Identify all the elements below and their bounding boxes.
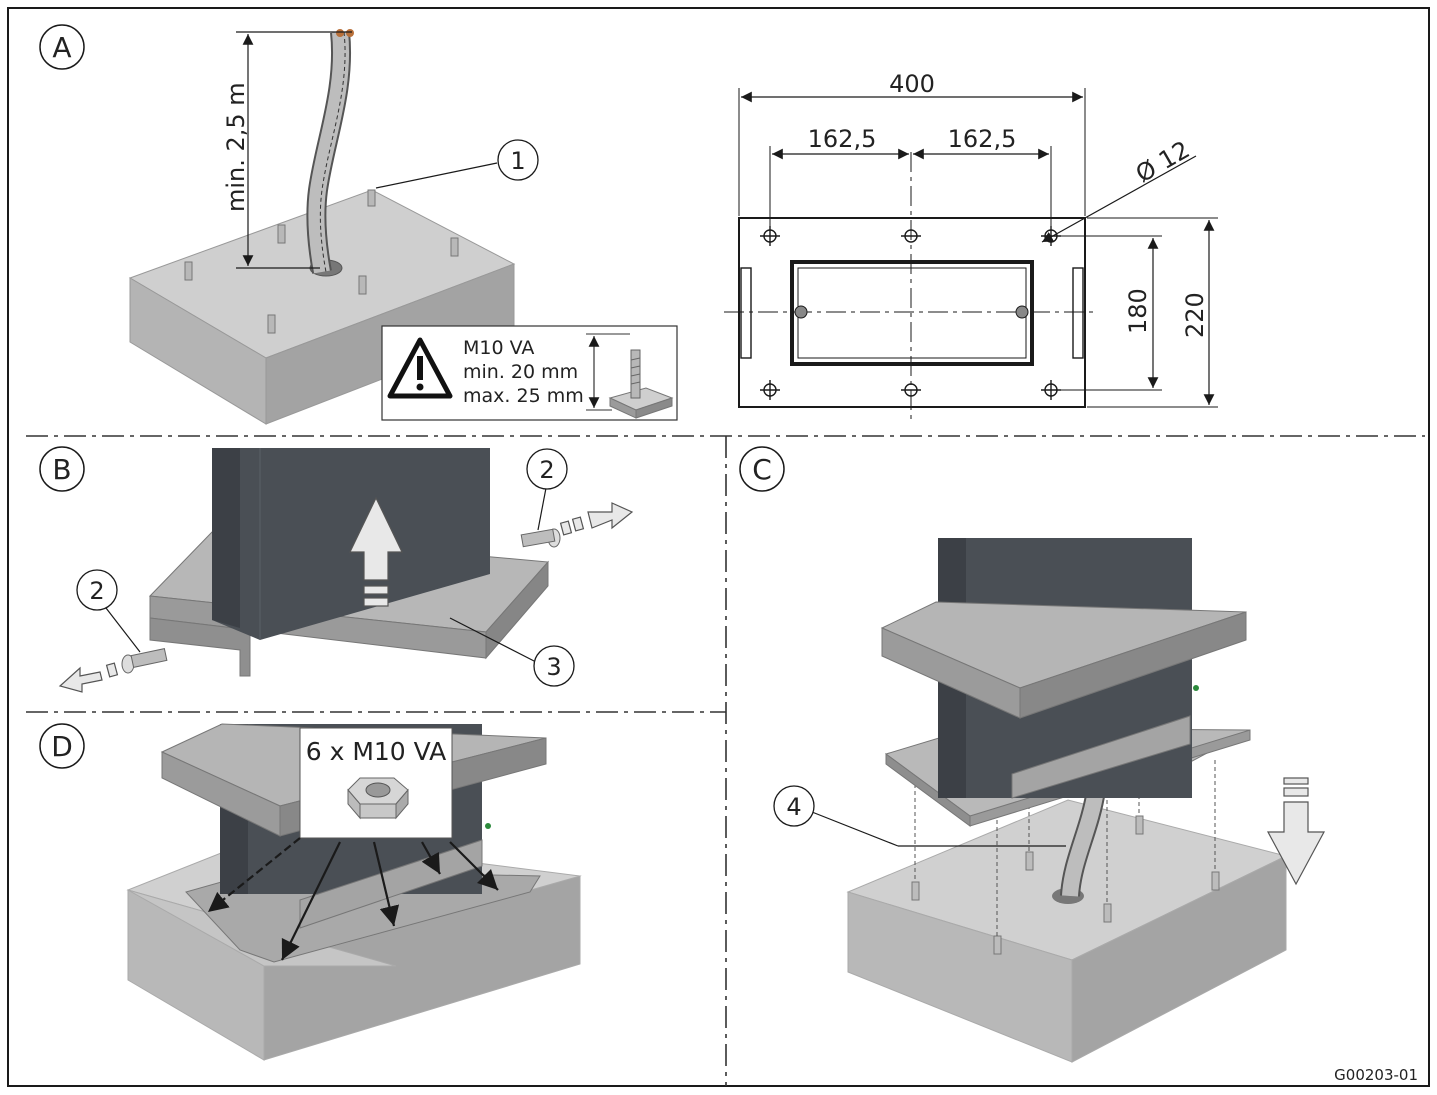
nut-label-box: 6 x M10 VA bbox=[299, 727, 453, 839]
callout-4-badge bbox=[773, 785, 815, 827]
column-b bbox=[212, 448, 490, 640]
lift-up-arrow bbox=[349, 496, 403, 607]
dimension-width: 400 bbox=[889, 70, 935, 98]
callout-1-badge bbox=[497, 139, 539, 181]
callout-2-left-badge bbox=[76, 569, 118, 611]
callout-1-leader bbox=[375, 162, 498, 189]
stud-detail bbox=[586, 333, 674, 419]
panel-a-label: A bbox=[52, 31, 71, 64]
panel-c-badge bbox=[739, 446, 785, 492]
panel-b: B 2 bbox=[39, 446, 634, 693]
document-code: G00203-01 bbox=[1334, 1066, 1418, 1084]
warning-line-1: M10 VA bbox=[463, 337, 534, 359]
callout-3-badge bbox=[533, 645, 575, 687]
callout-2-left-label: 2 bbox=[89, 577, 104, 605]
warning-box: M10 VA min. 20 mm max. 25 mm bbox=[381, 325, 678, 421]
cable-length-dimension bbox=[236, 31, 352, 269]
screw-left bbox=[121, 648, 168, 674]
panel-b-label: B bbox=[52, 453, 71, 486]
nut-count-label: 6 x M10 VA bbox=[306, 737, 447, 766]
dimension-right-spacing: 162,5 bbox=[948, 125, 1017, 153]
warning-line-3: max. 25 mm bbox=[463, 385, 584, 407]
anchor-rods-a bbox=[184, 189, 459, 334]
panel-b-badge bbox=[39, 446, 85, 492]
panel-d: D 6 x M10 VA bbox=[39, 723, 582, 1061]
panel-d-label: D bbox=[51, 730, 73, 763]
base-plate-drawing bbox=[724, 88, 1218, 420]
panel-c: C bbox=[739, 446, 1326, 1063]
panel-separators bbox=[26, 435, 1425, 1086]
dimension-hole-diameter: Ø 12 bbox=[1131, 135, 1194, 188]
pull-right-arrow bbox=[559, 502, 634, 536]
panel-d-badge bbox=[39, 723, 85, 769]
callout-2-right-label: 2 bbox=[539, 456, 554, 484]
callout-4-label: 4 bbox=[786, 793, 801, 821]
panel-a-badge bbox=[39, 24, 85, 70]
page-frame bbox=[7, 7, 1430, 1087]
panel-c-label: C bbox=[752, 453, 772, 486]
dimension-inner-height: 180 bbox=[1124, 288, 1152, 334]
callout-3-label: 3 bbox=[546, 653, 561, 681]
callout-2-right-badge bbox=[526, 448, 568, 490]
callout-1-label: 1 bbox=[510, 147, 525, 175]
concrete-foundation-c bbox=[846, 799, 1288, 1063]
warning-line-2: min. 20 mm bbox=[463, 361, 578, 383]
pull-left-arrow bbox=[58, 662, 119, 693]
cable-length-label: min. 2,5 m bbox=[222, 82, 250, 212]
cover-plate-c bbox=[880, 601, 1247, 719]
dimension-outer-height: 220 bbox=[1181, 292, 1209, 338]
screw-right bbox=[520, 528, 561, 548]
nut-position-arrows bbox=[207, 837, 499, 961]
panel-a: A min. 2,5 m bbox=[39, 24, 1218, 425]
anchor-rods-c bbox=[911, 815, 1220, 955]
hex-nut-icon bbox=[347, 777, 409, 820]
dimension-left-spacing: 162,5 bbox=[808, 125, 877, 153]
lower-down-arrow bbox=[1266, 777, 1326, 886]
